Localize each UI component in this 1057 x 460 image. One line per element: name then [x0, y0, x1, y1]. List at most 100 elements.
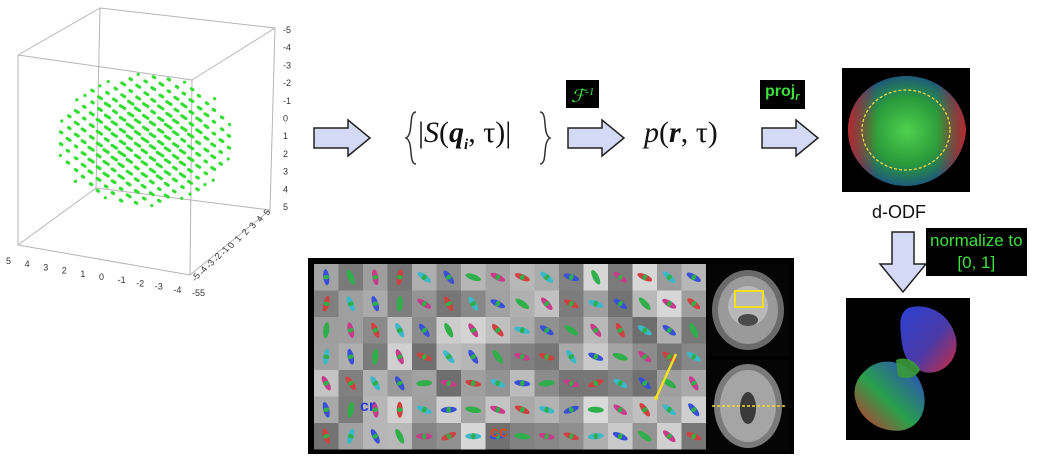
q-sample-point [150, 86, 154, 90]
r-vector-symbol: r [669, 116, 681, 149]
q-sample-point [157, 139, 161, 143]
q-sample-point [133, 106, 137, 110]
depth-tick-label: 3 [247, 221, 258, 231]
q-sample-point [95, 129, 99, 133]
q-sample-point [150, 109, 154, 113]
q-sample-point [178, 148, 182, 152]
roi-box [734, 290, 764, 308]
depth-tick-label: 0 [225, 240, 236, 250]
q-sample-point [142, 113, 146, 118]
brain-odf-panel: cr cc [308, 258, 794, 454]
q-sample-point [140, 183, 144, 187]
q-sample-point [195, 151, 199, 156]
q-sample-point [163, 122, 167, 126]
right-tick-label: -3 [283, 60, 291, 70]
q-sample-point [174, 84, 178, 89]
q-sample-point [95, 176, 99, 181]
q-sample-point [226, 133, 230, 137]
depth-tick-label: 2 [240, 227, 251, 237]
q-sample-point [125, 181, 129, 185]
q-sample-point [73, 132, 77, 136]
normalize-line-1: normalize to [930, 231, 1023, 250]
q-sample-point [211, 178, 215, 182]
q-sample-point [148, 132, 152, 136]
q-sample-point [87, 145, 91, 149]
q-sample-point [75, 98, 79, 102]
q-sample-point [158, 81, 162, 85]
q-sample-point [163, 158, 167, 162]
q-sample-point [112, 109, 116, 113]
depth-tick-label: 5 [261, 207, 272, 217]
depth-tick-label: 1 [233, 234, 244, 244]
inverse-fourier-label: ℱ-1 [566, 80, 600, 108]
q-sample-point [172, 142, 176, 146]
q-sample-point [133, 165, 137, 169]
q-sample-point [118, 139, 122, 143]
q-sample-point [95, 188, 99, 192]
q-sample-point [203, 171, 207, 175]
signal-magnitude-formula: |S(qi, τ)| [418, 116, 512, 153]
q-sample-point [97, 95, 101, 99]
propagator-formula: p(r, τ) [644, 116, 718, 149]
q-sample-point [58, 153, 63, 158]
q-sample-point [148, 191, 152, 195]
q-sample-point [218, 138, 222, 142]
q-sample-point [140, 148, 144, 152]
q-sample-point [110, 179, 114, 183]
signal-set-braces [404, 111, 552, 165]
q-sample-point [88, 123, 92, 127]
q-sample-point [113, 86, 117, 90]
depth-tick-label: 4 [254, 214, 265, 224]
q-sample-point [128, 88, 132, 93]
q-sample-point [65, 148, 69, 152]
q-sample-point [163, 181, 167, 185]
q-sample-point [165, 100, 169, 104]
q-sample-point [103, 137, 107, 141]
q-sample-point [88, 182, 92, 186]
q-sample-point [163, 134, 167, 138]
q-sample-point [110, 167, 114, 171]
q-sample-point [95, 117, 99, 122]
q-sample-point [87, 169, 91, 173]
q-sample-point [158, 93, 162, 97]
q-sample-point [166, 77, 170, 81]
fiber-pointer [654, 353, 678, 399]
q-sample-point [165, 111, 169, 116]
q-sample-point [125, 122, 129, 126]
q-space-sample-points [58, 72, 232, 208]
right-tick-label: -4 [283, 43, 291, 53]
q-sample-point [73, 168, 77, 172]
q-sample-point [67, 126, 71, 130]
dodf-label: d-ODF [872, 202, 926, 222]
q-sample-point [143, 91, 147, 95]
q-sample-point [195, 116, 199, 120]
right-tick-label: -5 [283, 25, 291, 35]
q-sample-point [80, 139, 84, 143]
bottom-tick-label: -4 [173, 285, 181, 295]
q-sample-point [87, 157, 91, 161]
bottom-tick-label: 2 [62, 266, 67, 276]
q-sample-point [196, 105, 200, 109]
q-sample-point [211, 107, 215, 112]
dodf-image [842, 68, 970, 192]
normalize-line-2: [0, 1] [957, 253, 996, 272]
q-sample-point [103, 196, 107, 200]
q-sample-point [83, 93, 87, 97]
q-sample-point [67, 114, 71, 118]
q-sample-point [181, 91, 185, 95]
q-sample-point [188, 109, 192, 114]
q-sample-point [117, 150, 121, 154]
q-sample-point [218, 161, 222, 165]
bottom-tick-label: 4 [25, 259, 30, 269]
q-sample-point [110, 132, 114, 136]
coronal-mri-thumbnail [706, 264, 790, 356]
q-sample-point [110, 143, 114, 147]
q-sample-point [142, 102, 146, 106]
right-tick-label: 1 [283, 131, 288, 141]
q-sample-point [157, 128, 161, 132]
bottom-tick-label: -1 [118, 275, 126, 285]
right-tick-label: -1 [283, 96, 291, 106]
q-sample-point [117, 174, 121, 178]
